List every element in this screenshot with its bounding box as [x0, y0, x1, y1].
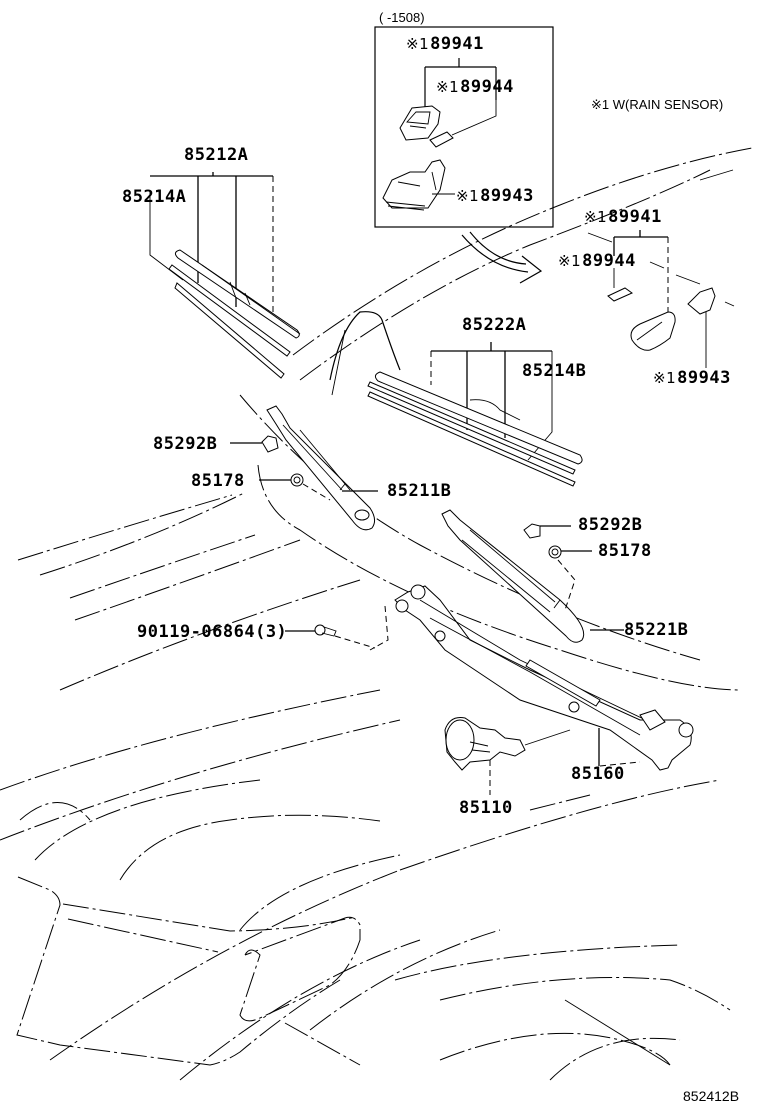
part-number: 89941 [430, 34, 484, 54]
sensor-part-89941: ※189941 [584, 209, 662, 226]
right-cap [523, 523, 571, 539]
rain-sensor-mark: ※1 [653, 369, 677, 387]
label-arm-left: 85211B [387, 481, 452, 501]
part-number: 89944 [582, 251, 636, 271]
transfer-arrow [461, 231, 543, 284]
inset-part-89941: ※189941 [406, 36, 484, 53]
rain-sensor-mark: ※1 [584, 208, 608, 226]
label-nut-left: 85178 [191, 471, 245, 491]
left-cap [230, 435, 279, 453]
figure-code: 852412B [683, 1088, 740, 1104]
rain-sensor-mark: ※1 [456, 187, 480, 205]
label-blade-left: 85212A [184, 145, 249, 165]
wiper-linkage [334, 584, 694, 771]
label-blade-right: 85222A [462, 315, 527, 335]
label-bolt: 90119-06864(3) [137, 622, 288, 642]
rain-sensor-group [587, 230, 735, 368]
left-wiper-arm [266, 405, 378, 531]
inset-part-89944: ※189944 [436, 79, 514, 96]
label-cap-left: 85292B [153, 434, 218, 454]
right-wiper-arm [441, 509, 624, 643]
rain-sensor-mark: ※1 [406, 35, 430, 53]
rain-sensor-footnote: ※1 W(RAIN SENSOR) [591, 97, 724, 112]
rain-sensor-mark: ※1 [436, 78, 460, 96]
bolt [285, 624, 337, 637]
part-number: 89944 [460, 77, 514, 97]
inset-part-89943: ※189943 [456, 188, 534, 205]
right-nut [548, 545, 592, 611]
part-number: 89941 [608, 207, 662, 227]
body-lines [0, 492, 421, 1081]
sensor-part-89943: ※189943 [653, 370, 731, 387]
left-nut [259, 473, 331, 501]
label-nut-right: 85178 [598, 541, 652, 561]
windshield-lines [239, 147, 753, 691]
label-rubber-right: 85214B [522, 361, 587, 381]
rain-sensor-mark: ※1 [558, 252, 582, 270]
label-link: 85160 [571, 764, 625, 784]
label-cap-right: 85292B [578, 515, 643, 535]
inset-box [374, 26, 554, 228]
left-wiper-blade [149, 172, 301, 379]
right-wiper-blade [367, 342, 583, 487]
label-rubber-left: 85214A [122, 187, 187, 207]
label-motor: 85110 [459, 798, 513, 818]
part-number: 89943 [480, 186, 534, 206]
sensor-part-89944: ※189944 [558, 253, 636, 270]
label-arm-right: 85221B [624, 620, 689, 640]
part-number: 89943 [677, 368, 731, 388]
front-bumper [16, 779, 731, 1081]
wiper-motor [444, 717, 591, 811]
inset-range-label: ( -1508) [379, 10, 425, 25]
